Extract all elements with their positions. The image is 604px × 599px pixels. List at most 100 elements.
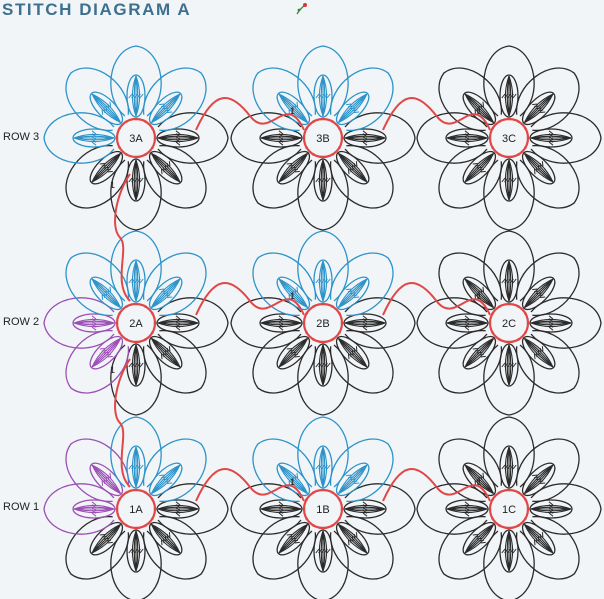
ring-chain-dot bbox=[338, 498, 341, 501]
ring-chain-dot bbox=[524, 331, 527, 334]
join-chain-horizontal: 1 bbox=[382, 97, 491, 131]
join-marker: 1 bbox=[477, 477, 482, 487]
ring-chain-dot bbox=[125, 305, 128, 308]
ring-chain-dot bbox=[305, 127, 308, 130]
petal-3c-4 bbox=[416, 112, 489, 164]
ring-chain-dot bbox=[526, 321, 530, 325]
join-marker: 1 bbox=[290, 291, 295, 301]
petal-1c-0 bbox=[529, 483, 602, 535]
motif-3b: 3B bbox=[230, 45, 416, 231]
join-marker: 1 bbox=[290, 477, 295, 487]
ring-chain-dot bbox=[517, 338, 520, 341]
petal-1b-0 bbox=[343, 483, 416, 535]
petal-3c-0 bbox=[529, 112, 602, 164]
ring-chain-dot bbox=[302, 321, 306, 325]
motif-1a: 1A bbox=[43, 416, 229, 599]
ring-chain-dot bbox=[524, 517, 527, 520]
ring-chain-dot bbox=[498, 524, 501, 527]
ring-chain-dot bbox=[125, 524, 128, 527]
petal-1a-0 bbox=[156, 483, 229, 535]
ring-chain-dot bbox=[134, 155, 138, 159]
row-label-1: ROW 1 bbox=[3, 501, 40, 513]
motif-label-1a: 1A bbox=[129, 504, 143, 516]
motif-2c: 2C bbox=[416, 230, 602, 416]
ring-chain-dot bbox=[331, 491, 334, 494]
diagram-title: STITCH DIAGRAM A bbox=[2, 0, 192, 19]
ring-chain-dot bbox=[524, 127, 527, 130]
ring-chain-dot bbox=[321, 526, 325, 530]
motif-label-3a: 3A bbox=[129, 133, 143, 145]
motif-2b: 2B bbox=[230, 230, 416, 416]
ring-chain-dot bbox=[321, 117, 325, 121]
ring-chain-dot bbox=[151, 517, 154, 520]
ring-chain-dot bbox=[115, 136, 119, 140]
ring-chain-dot bbox=[312, 491, 315, 494]
ring-chain-dot bbox=[118, 498, 121, 501]
ring-chain-dot bbox=[134, 488, 138, 492]
row-label-2: ROW 2 bbox=[3, 316, 40, 328]
motif-label-1c: 1C bbox=[502, 504, 516, 516]
petal-3c-7 bbox=[516, 67, 580, 131]
petal-1a-6 bbox=[110, 416, 162, 489]
petal-3a-2 bbox=[110, 158, 162, 231]
ring-chain-dot bbox=[331, 120, 334, 123]
petal-2b-6 bbox=[297, 230, 349, 303]
ring-chain-dot bbox=[321, 488, 325, 492]
petal-3b-4 bbox=[230, 112, 303, 164]
petal-1c-4 bbox=[416, 483, 489, 535]
ring-chain-dot bbox=[305, 498, 308, 501]
ring-chain-dot bbox=[312, 120, 315, 123]
petal-1a-3 bbox=[65, 516, 129, 580]
ring-chain-dot bbox=[115, 321, 119, 325]
motif-2a: 2A bbox=[43, 230, 229, 416]
petal-3c-6 bbox=[483, 45, 535, 118]
ring-chain-dot bbox=[305, 312, 308, 315]
petal-2b-5 bbox=[252, 252, 316, 316]
ring-chain-dot bbox=[153, 507, 157, 511]
ring-chain-dot bbox=[338, 127, 341, 130]
petal-2b-2 bbox=[297, 343, 349, 416]
ring-chain-dot bbox=[524, 498, 527, 501]
ring-chain-dot bbox=[125, 338, 128, 341]
ring-chain-dot bbox=[526, 136, 530, 140]
petal-1a-2 bbox=[110, 529, 162, 599]
petal-3a-1 bbox=[143, 145, 207, 209]
ring-chain-dot bbox=[491, 331, 494, 334]
petal-2b-4 bbox=[230, 297, 303, 349]
motif-label-2a: 2A bbox=[129, 318, 143, 330]
ring-chain-dot bbox=[498, 120, 501, 123]
ring-chain-dot bbox=[498, 338, 501, 341]
ring-chain-dot bbox=[338, 312, 341, 315]
ring-chain-dot bbox=[118, 312, 121, 315]
ring-chain-dot bbox=[134, 526, 138, 530]
ring-chain-dot bbox=[331, 153, 334, 156]
ring-chain-dot bbox=[118, 331, 121, 334]
petal-2c-0 bbox=[529, 297, 602, 349]
sprig-icon bbox=[296, 3, 307, 15]
ring-chain-dot bbox=[340, 507, 344, 511]
ring-chain-dot bbox=[321, 340, 325, 344]
petal-3b-6 bbox=[297, 45, 349, 118]
petal-3a-4 bbox=[43, 112, 116, 164]
ring-chain-dot bbox=[312, 524, 315, 527]
ring-chain-dot bbox=[507, 117, 511, 121]
ring-chain-dot bbox=[305, 517, 308, 520]
ring-chain-dot bbox=[331, 338, 334, 341]
petal-3c-2 bbox=[483, 158, 535, 231]
petal-3b-2 bbox=[297, 158, 349, 231]
join-chain-horizontal: 1 bbox=[195, 282, 305, 316]
ring-chain-dot bbox=[507, 488, 511, 492]
ring-chain-dot bbox=[340, 321, 344, 325]
ring-chain-dot bbox=[151, 312, 154, 315]
ring-chain-dot bbox=[144, 491, 147, 494]
ring-chain-dot bbox=[338, 331, 341, 334]
petal-2a-2 bbox=[110, 343, 162, 416]
ring-chain-dot bbox=[524, 146, 527, 149]
ring-chain-dot bbox=[302, 507, 306, 511]
petal-3b-1 bbox=[330, 145, 394, 209]
petal-2a-6 bbox=[110, 230, 162, 303]
ring-chain-dot bbox=[491, 498, 494, 501]
ring-chain-dot bbox=[517, 305, 520, 308]
ring-chain-dot bbox=[340, 136, 344, 140]
ring-chain-dot bbox=[488, 507, 492, 511]
